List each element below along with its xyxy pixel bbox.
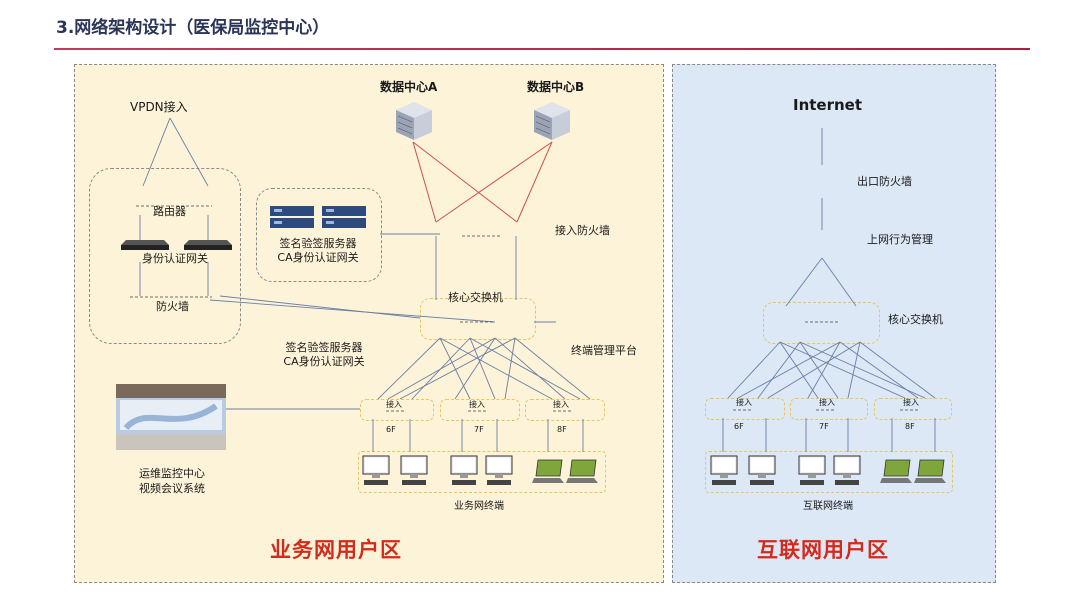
floor-label-6f: 6F bbox=[386, 425, 396, 434]
rack-router-icon bbox=[121, 240, 169, 250]
ops-center-label1: 运维监控中心 bbox=[139, 467, 205, 480]
desktop-pc-icon bbox=[362, 455, 390, 485]
internet-label: Internet bbox=[793, 96, 863, 114]
floor-label-8f: 8F bbox=[557, 425, 567, 434]
desktop-pc-icon bbox=[485, 455, 513, 485]
net-access-label-7f: 接入 bbox=[819, 398, 835, 407]
access-firewall-label: 接入防火墙 bbox=[555, 224, 610, 237]
net-floor-label-7f: 7F bbox=[819, 422, 829, 431]
desktop-pc-icon bbox=[798, 455, 826, 485]
server-rack-icon bbox=[396, 102, 432, 140]
dcb-right-link bbox=[516, 141, 553, 223]
sign-server-box-label1: 签名验签服务器 bbox=[279, 237, 357, 250]
net-terminals-label: 互联网终端 bbox=[803, 501, 853, 512]
access-switch-6f bbox=[360, 399, 434, 421]
dcb-left-link bbox=[435, 141, 553, 223]
router-label: 路由器 bbox=[153, 205, 186, 218]
core-switch-box bbox=[420, 298, 536, 340]
core-switch-label: 核心交换机 bbox=[448, 291, 503, 304]
laptop-icon bbox=[532, 459, 564, 483]
datacenter-a-label: 数据中心A bbox=[380, 80, 438, 94]
floor-label-7f: 7F bbox=[474, 425, 484, 434]
vpdn-group bbox=[89, 168, 241, 344]
dca-right-link bbox=[412, 141, 518, 223]
access-switch-7f bbox=[440, 399, 520, 421]
sign-server-group bbox=[256, 188, 382, 282]
access-label-6f: 接入 bbox=[386, 400, 402, 409]
title-divider bbox=[54, 48, 1030, 50]
auth-gateway-label: 身份认证网关 bbox=[142, 252, 208, 265]
internet-zone bbox=[672, 64, 996, 583]
internet-zone-title: 互联网用户区 bbox=[757, 538, 889, 562]
biz-terminals-label: 业务网终端 bbox=[454, 501, 504, 512]
business-zone bbox=[74, 64, 664, 583]
laptop-icon bbox=[914, 459, 946, 483]
access-switch-8f bbox=[525, 399, 605, 421]
desktop-pc-icon bbox=[710, 455, 738, 485]
vpdn-link-left bbox=[142, 117, 171, 187]
terminal-platform-label: 终端管理平台 bbox=[571, 344, 637, 357]
page-title: 3.网络架构设计（医保局监控中心） bbox=[56, 18, 330, 38]
desktop-pc-icon bbox=[450, 455, 478, 485]
net-access-label-8f: 接入 bbox=[903, 398, 919, 407]
dca-left-link bbox=[412, 141, 437, 223]
net-access-switch-8f bbox=[874, 398, 952, 420]
vpdn-link-right bbox=[169, 117, 209, 187]
exit-firewall-label: 出口防火墙 bbox=[857, 175, 912, 188]
net-floor-label-8f: 8F bbox=[905, 422, 915, 431]
net-access-switch-7f bbox=[790, 398, 868, 420]
server-rack-icon bbox=[534, 102, 570, 140]
net-core-switch-label: 核心交换机 bbox=[888, 313, 943, 326]
laptop-icon bbox=[566, 459, 598, 483]
ops-center-label2: 视频会议系统 bbox=[139, 482, 205, 495]
access-label-8f: 接入 bbox=[553, 400, 569, 409]
blade-server-icon bbox=[270, 206, 366, 228]
laptop-icon bbox=[880, 459, 912, 483]
sign-server-mid-label1: 签名验签服务器 bbox=[285, 341, 363, 354]
desktop-pc-icon bbox=[748, 455, 776, 485]
business-zone-title: 业务网用户区 bbox=[270, 538, 402, 562]
sign-server-box-label2: CA身份认证网关 bbox=[277, 251, 359, 264]
behavior-mgmt-label: 上网行为管理 bbox=[867, 233, 933, 246]
firewall-label: 防火墙 bbox=[156, 300, 189, 313]
net-floor-label-6f: 6F bbox=[734, 422, 744, 431]
vpdn-label: VPDN接入 bbox=[130, 100, 188, 114]
access-label-7f: 接入 bbox=[469, 400, 485, 409]
biz-terminal-group bbox=[358, 451, 606, 493]
fw-core-link-2 bbox=[219, 295, 421, 319]
desktop-pc-icon bbox=[400, 455, 428, 485]
net-access-label-6f: 接入 bbox=[736, 398, 752, 407]
net-core-switch-box bbox=[763, 302, 880, 344]
datacenter-b-label: 数据中心B bbox=[527, 80, 585, 94]
net-terminal-group bbox=[705, 451, 953, 493]
rack-router-icon bbox=[184, 240, 232, 250]
video-wall-photo bbox=[116, 384, 226, 450]
desktop-pc-icon bbox=[833, 455, 861, 485]
net-access-switch-6f bbox=[705, 398, 785, 420]
sign-server-mid-label2: CA身份认证网关 bbox=[283, 355, 365, 368]
